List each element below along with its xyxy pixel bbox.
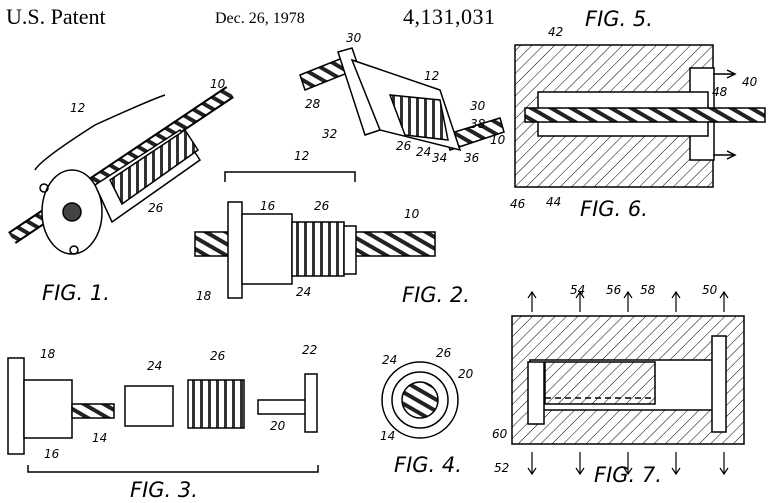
ref-24-top: 24: [416, 145, 431, 159]
ref-14-fig3: 14: [92, 431, 107, 445]
ref-20-fig4: 20: [458, 367, 474, 381]
ref-26-fig3: 26: [210, 349, 226, 363]
ref-14-fig4: 14: [380, 429, 395, 443]
fig7-label: FIG. 7.: [594, 463, 662, 487]
ref-26-fig4: 26: [436, 346, 452, 360]
cutaway-drawing: [299, 47, 505, 152]
ref-16-fig3: 16: [44, 447, 60, 461]
ref-52-fig7: 52: [494, 461, 509, 475]
ref-44-fig6: 44: [546, 195, 561, 209]
fig4-label: FIG. 4.: [394, 453, 462, 477]
ref-10-top: 10: [490, 133, 506, 147]
fig6-label: FIG. 6.: [580, 197, 648, 221]
ref-10-fig2: 10: [404, 207, 420, 221]
ref-34-top: 34: [432, 151, 447, 165]
ref-28-top: 28: [305, 97, 321, 111]
fig7-arrows: [527, 290, 729, 476]
ref-38-top: 38: [470, 117, 486, 131]
ref-10-fig1: 10: [210, 77, 226, 91]
ref-40-fig5: 40: [742, 75, 758, 89]
fig1-label: FIG. 1.: [42, 281, 110, 305]
fig3-label: FIG. 3.: [130, 478, 198, 502]
ref-12-fig1: 12: [70, 101, 85, 115]
ref-30-top: 30: [346, 31, 362, 45]
ref-18-fig2: 18: [196, 289, 212, 303]
ref-16-fig2: 16: [260, 199, 276, 213]
ref-36-top: 36: [464, 151, 480, 165]
ref-56-fig7: 56: [606, 283, 622, 297]
cutaway-refs: 30 12 28 32 26 24 34 30 38 10 36: [305, 31, 506, 165]
ref-24-fig4: 24: [382, 353, 397, 367]
patent-date: Dec. 26, 1978: [215, 10, 305, 27]
fig3-drawing: [7, 357, 319, 473]
ref-54-fig7: 54: [570, 283, 585, 297]
ref-24-fig2: 24: [296, 285, 311, 299]
ref-18-fig3: 18: [40, 347, 56, 361]
fig5-drawing: [514, 44, 766, 188]
ref-32-top: 32: [322, 127, 337, 141]
ref-46-fig6: 46: [510, 197, 526, 211]
fig1-drawing: [8, 86, 234, 255]
fig7-drawing: [511, 315, 745, 445]
ref-30b-top: 30: [470, 99, 486, 113]
ref-48-fig5: 48: [712, 85, 728, 99]
ref-26-fig2: 26: [314, 199, 330, 213]
fig5-label: FIG. 5.: [585, 7, 653, 31]
patent-label: U.S. Patent: [6, 4, 106, 29]
fig2-label: FIG. 2.: [402, 283, 470, 307]
ref-50-fig7: 50: [702, 283, 718, 297]
ref-42-fig5: 42: [548, 25, 563, 39]
ref-58-fig7: 58: [640, 283, 656, 297]
ref-12-top: 12: [424, 69, 439, 83]
ref-24-fig3: 24: [147, 359, 162, 373]
ref-22-fig3: 22: [302, 343, 317, 357]
ref-26-fig1: 26: [148, 201, 164, 215]
fig2-drawing: [194, 171, 436, 299]
ref-20-fig3: 20: [270, 419, 286, 433]
ref-26-top: 26: [396, 139, 412, 153]
patent-number: 4,131,031: [403, 4, 496, 29]
ref-12-fig2: 12: [294, 149, 309, 163]
ref-60-fig7: 60: [492, 427, 508, 441]
fig4-drawing: [381, 361, 459, 439]
